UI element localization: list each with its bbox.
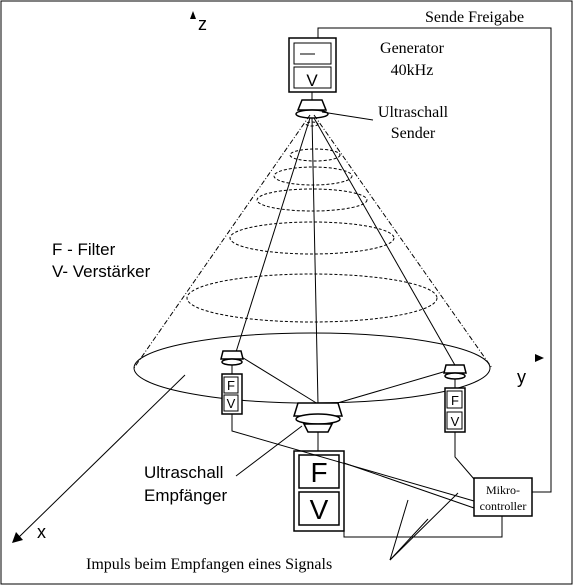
pulse-caption: Impuls beim Empfangen eines Signals (86, 556, 332, 573)
generator-block (288, 37, 337, 93)
axis-x-label: x (37, 522, 46, 542)
transmitter-speaker (295, 99, 329, 119)
signal-paths (235, 117, 457, 405)
receiver-center-filter: F (310, 457, 327, 488)
receiver-right-filter: F (451, 393, 459, 408)
receiver-left-amplifier: V (227, 396, 236, 411)
receiver-output-wires (231, 414, 503, 538)
receiver-pointer (235, 425, 303, 477)
generator-label-line2: 40kHz (391, 62, 434, 79)
generator-amp-symbol: V (306, 71, 318, 90)
axis-y-label: y (517, 367, 526, 387)
generator-label-line1: Generator (380, 40, 445, 57)
receiver-center-amplifier: V (310, 494, 329, 525)
receiver-left-speaker (220, 350, 244, 366)
receiver-label-line1: Ultraschall (144, 463, 223, 482)
receiver-left-fv-block (221, 373, 243, 415)
receiver-right-fv-block (444, 387, 466, 433)
send-enable-wire (317, 27, 552, 493)
axis-y (535, 354, 544, 362)
receiver-center-speaker (292, 402, 344, 433)
microcontroller-block (473, 477, 533, 517)
microcontroller-label-line2: controller (480, 499, 527, 513)
receiver-right-amplifier: V (451, 414, 460, 429)
receiver-label-line2: Empfänger (144, 486, 227, 505)
microcontroller-label-line1: Mikro- (486, 483, 520, 497)
pulse-arrows (389, 492, 459, 561)
axis-x (12, 374, 186, 543)
transmitter-pointer (321, 111, 374, 121)
send-enable-label: Sende Freigabe (425, 9, 524, 26)
transmitter-label-line2: Sender (391, 125, 436, 142)
transmitter-label-line1: Ultraschall (378, 104, 449, 121)
receiver-right-speaker (443, 364, 467, 380)
legend-filter: F - Filter (52, 240, 116, 259)
axis-z-label: z (198, 14, 207, 34)
receiver-left-filter: F (227, 378, 235, 393)
axis-z (190, 11, 196, 19)
legend-amplifier: V- Verstärker (52, 262, 151, 281)
